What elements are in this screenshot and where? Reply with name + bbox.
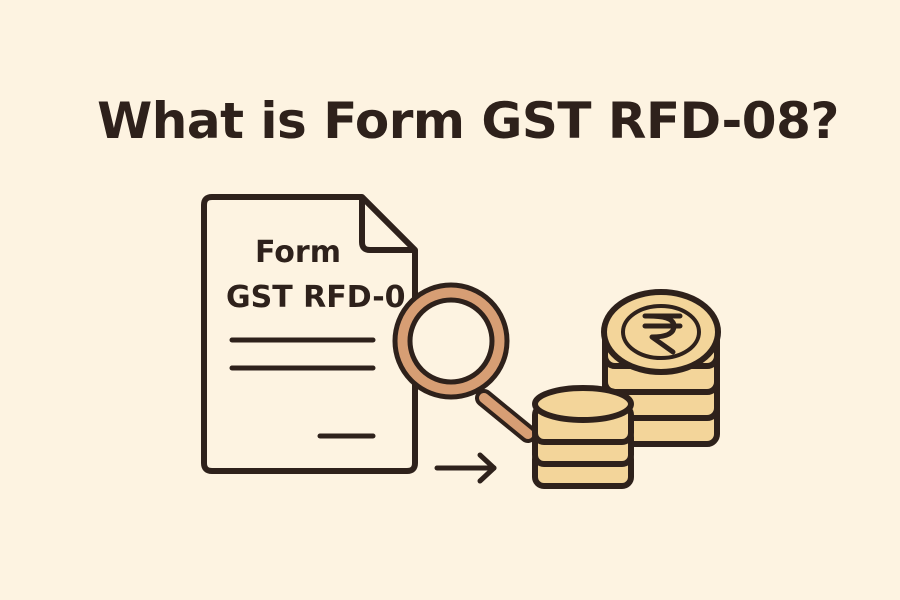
page-title: What is Form GST RFD-08? [97, 92, 839, 150]
coin-stack-icon [532, 385, 634, 489]
rupee-icon [642, 313, 683, 355]
document-label-code: GST RFD-0 [226, 280, 406, 315]
document-label-form: Form [255, 235, 341, 270]
magnifying-glass-icon [392, 282, 537, 443]
arrow-right-icon [434, 452, 497, 484]
document-icon: Form GST RFD-0 [201, 194, 418, 474]
coin-stack-icon [601, 289, 721, 447]
